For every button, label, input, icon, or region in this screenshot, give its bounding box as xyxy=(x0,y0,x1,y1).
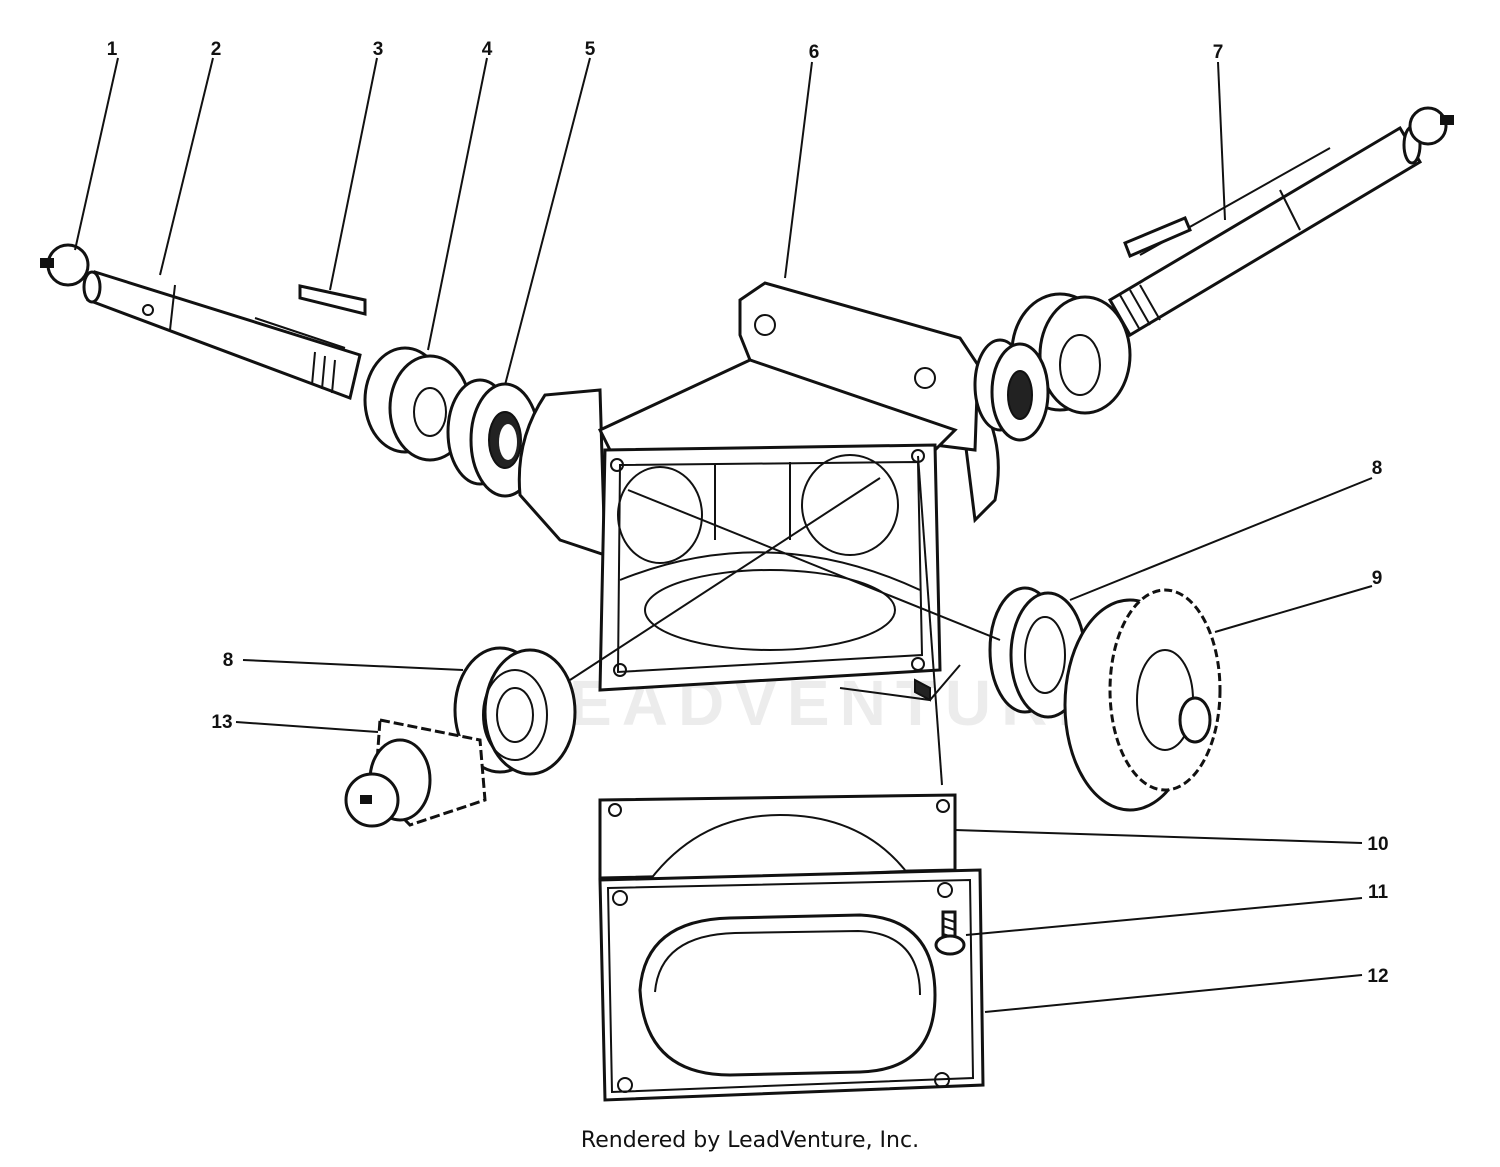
pinion-gear xyxy=(344,718,487,828)
gear-housing xyxy=(517,281,1000,702)
right-seal-bearing xyxy=(973,338,1050,442)
callout-11: 11 xyxy=(1368,882,1389,903)
callout-8-right: 8 xyxy=(1372,458,1383,479)
callout-7: 7 xyxy=(1213,42,1224,63)
left-retaining-ring xyxy=(40,243,90,287)
callout-5: 5 xyxy=(585,39,596,60)
cap-screw xyxy=(934,910,966,956)
callout-4: 4 xyxy=(482,39,493,60)
callout-labels: 1 2 3 4 5 6 7 8 8 9 10 11 12 13 xyxy=(107,39,1389,987)
callout-1: 1 xyxy=(107,39,118,60)
callout-6: 6 xyxy=(809,42,820,63)
cover-plate xyxy=(598,868,985,1102)
footer-credit: Rendered by LeadVenture, Inc. xyxy=(580,1128,920,1153)
callout-10: 10 xyxy=(1367,834,1388,855)
callout-3: 3 xyxy=(373,39,384,60)
left-key xyxy=(298,284,367,316)
callout-9: 9 xyxy=(1372,568,1383,589)
callout-8-left: 8 xyxy=(223,650,234,671)
callout-13: 13 xyxy=(211,712,232,733)
bevel-gear xyxy=(1063,588,1222,812)
right-key xyxy=(1123,216,1192,258)
callout-2: 2 xyxy=(211,39,222,60)
right-retaining-ring xyxy=(1408,106,1454,146)
left-shaft xyxy=(82,270,362,401)
leader-lines xyxy=(74,57,1373,1013)
callout-12: 12 xyxy=(1367,966,1388,987)
gasket xyxy=(598,793,957,881)
